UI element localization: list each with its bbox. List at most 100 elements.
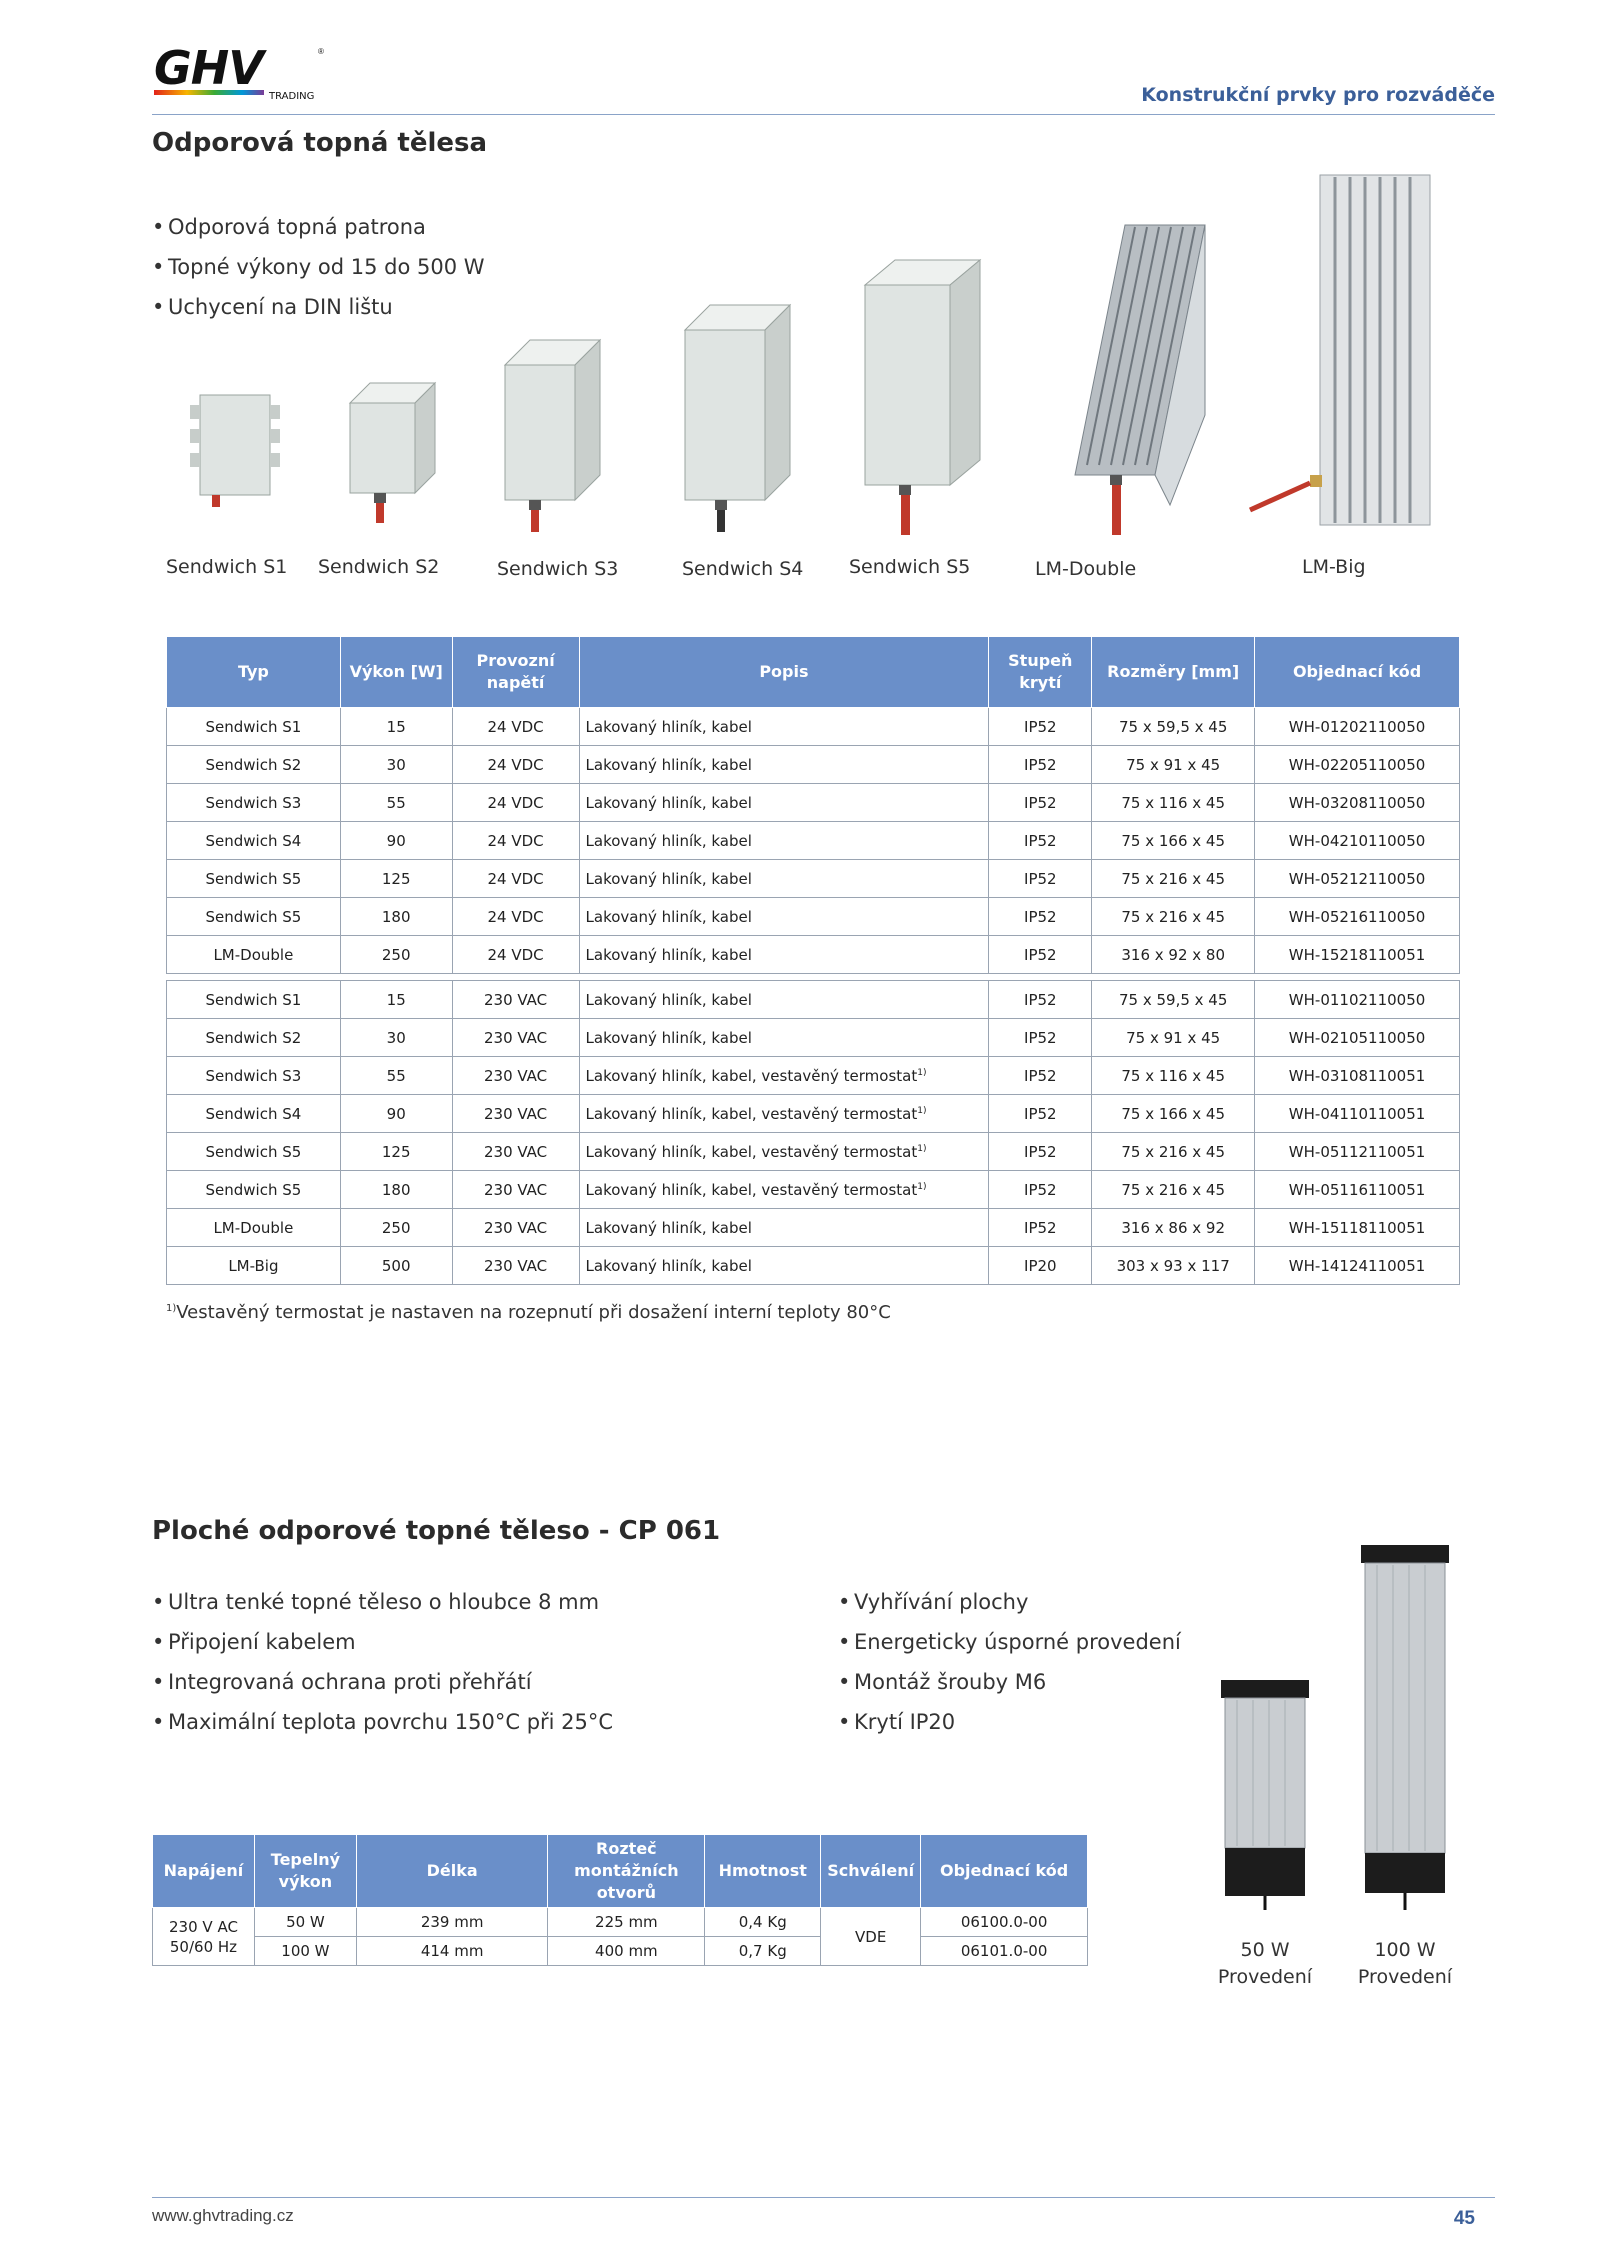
table-cell: Lakovaný hliník, kabel (578, 935, 990, 974)
table-cell: 125 (339, 859, 453, 898)
product-image-sendwich-s4 (683, 303, 792, 532)
table-cell: 06100.0-00 (920, 1907, 1088, 1937)
feature-item: Integrovaná ochrana proti přehřátí (152, 1662, 613, 1702)
table-cell: Sendwich S5 (166, 1170, 341, 1209)
table-cell: 75 x 216 x 45 (1091, 1170, 1256, 1209)
table-cell: Lakovaný hliník, kabel, vestavěný termos… (578, 1094, 990, 1133)
column-header: Tepelný výkon (253, 1834, 357, 1908)
table-cell: Lakovaný hliník, kabel, vestavěný termos… (578, 1170, 990, 1209)
product-image-sendwich-s2 (348, 381, 437, 523)
table-cell: Lakovaný hliník, kabel, vestavěný termos… (578, 1056, 990, 1095)
table-cell: Sendwich S3 (166, 1056, 341, 1095)
table-cell: WH-04110110051 (1254, 1094, 1460, 1133)
table-cell: 06101.0-00 (920, 1936, 1088, 1966)
table-cell: 400 mm (547, 1936, 706, 1966)
table-footnote: 1)Vestavěný termostat je nastaven na roz… (166, 1302, 891, 1323)
table-cell: 75 x 216 x 45 (1091, 897, 1256, 936)
product-label: Sendwich S3 (497, 558, 619, 580)
section-title-cp061: Ploché odporové topné těleso - CP 061 (152, 1516, 721, 1546)
table-cell: 230 VAC (451, 1018, 580, 1057)
section-label: Konstrukční prvky pro rozváděče (1141, 84, 1495, 106)
feature-item: Vyhřívání plochy (838, 1582, 1181, 1622)
column-header: Délka (355, 1834, 549, 1908)
table-cell: 24 VDC (451, 745, 580, 784)
footnote-mark: 1) (166, 1303, 177, 1314)
table-cell: WH-05212110050 (1254, 859, 1460, 898)
table-cell: Lakovaný hliník, kabel (578, 897, 990, 936)
table-cell: 0,7 Kg (704, 1936, 822, 1966)
product-image-cp061-50w (1221, 1680, 1309, 1910)
page-number: 45 (1453, 2208, 1475, 2229)
table-cell: 75 x 216 x 45 (1091, 1132, 1256, 1171)
feature-item: Odporová topná patrona (152, 207, 485, 247)
table-cell: Lakovaný hliník, kabel (578, 859, 990, 898)
table-cell: WH-05116110051 (1254, 1170, 1460, 1209)
product-image-sendwich-s5 (863, 258, 982, 535)
table-cell: Lakovaný hliník, kabel, vestavěný termos… (578, 1132, 990, 1171)
table-cell: 0,4 Kg (704, 1907, 822, 1937)
table-cell: 75 x 116 x 45 (1091, 1056, 1256, 1095)
table-cell: 239 mm (355, 1907, 549, 1937)
table-cell: 230 VAC (451, 1246, 580, 1285)
feature-item: Uchycení na DIN lištu (152, 287, 485, 327)
column-header: Schválení (820, 1834, 922, 1908)
table-cell: 250 (339, 1208, 453, 1247)
table-cell: WH-14124110051 (1254, 1246, 1460, 1285)
table-cell: 125 (339, 1132, 453, 1171)
table-cell: WH-03108110051 (1254, 1056, 1460, 1095)
table-cell: IP52 (988, 783, 1093, 822)
table-cell: 75 x 91 x 45 (1091, 1018, 1256, 1057)
table-cell: IP52 (988, 897, 1093, 936)
table-group-separator (166, 973, 1460, 981)
table-cell: 230 VAC (451, 1132, 580, 1171)
table-cell-approval: VDE (820, 1907, 922, 1966)
feature-item: Topné výkony od 15 do 500 W (152, 247, 485, 287)
footer-website-link[interactable]: www.ghvtrading.cz (152, 2206, 294, 2225)
table-cell: Sendwich S2 (166, 1018, 341, 1057)
table-header-row: Typ Výkon [W] Provozní napětí Popis Stup… (166, 636, 1460, 708)
table-cell: 75 x 166 x 45 (1091, 821, 1256, 860)
footnote-mark: 1) (917, 1181, 927, 1192)
table-cell: 30 (339, 745, 453, 784)
footnote-mark: 1) (917, 1105, 927, 1116)
table-cell: IP52 (988, 707, 1093, 746)
table-cell: IP52 (988, 1094, 1093, 1133)
table-cell: 75 x 116 x 45 (1091, 783, 1256, 822)
feature-item: Energeticky úsporné provedení (838, 1622, 1181, 1662)
table-cell: Sendwich S4 (166, 1094, 341, 1133)
feature-item: Připojení kabelem (152, 1622, 613, 1662)
table-cell: 24 VDC (451, 859, 580, 898)
footnote-mark: 1) (917, 1067, 927, 1078)
table-cell-supply: 230 V AC 50/60 Hz (152, 1907, 255, 1966)
table-cell: 230 VAC (451, 980, 580, 1019)
table-cell: IP52 (988, 980, 1093, 1019)
table-cell: WH-03208110050 (1254, 783, 1460, 822)
table-cell: 75 x 91 x 45 (1091, 745, 1256, 784)
variant-power: 100 W (1374, 1939, 1436, 1961)
table-cell: 303 x 93 x 117 (1091, 1246, 1256, 1285)
table-cell: 316 x 86 x 92 (1091, 1208, 1256, 1247)
table-cell: 414 mm (355, 1936, 549, 1966)
product-image-sendwich-s1 (190, 394, 280, 507)
table-cell: WH-15118110051 (1254, 1208, 1460, 1247)
header-divider (152, 114, 1495, 115)
table-cell: Lakovaný hliník, kabel (578, 745, 990, 784)
ghv-logo: GHV TRADING ® (154, 44, 324, 102)
footer-divider (152, 2197, 1495, 2198)
table-cell: IP52 (988, 1018, 1093, 1057)
table-cell: Sendwich S1 (166, 980, 341, 1019)
svg-text:GHV: GHV (154, 44, 267, 95)
table-cell: 230 VAC (451, 1208, 580, 1247)
table-cell: IP20 (988, 1246, 1093, 1285)
column-header: Objednací kód (920, 1834, 1088, 1908)
table-cell: Sendwich S2 (166, 745, 341, 784)
table-cell: 24 VDC (451, 783, 580, 822)
table-cell: 500 (339, 1246, 453, 1285)
product-label: LM-Big (1302, 556, 1366, 578)
